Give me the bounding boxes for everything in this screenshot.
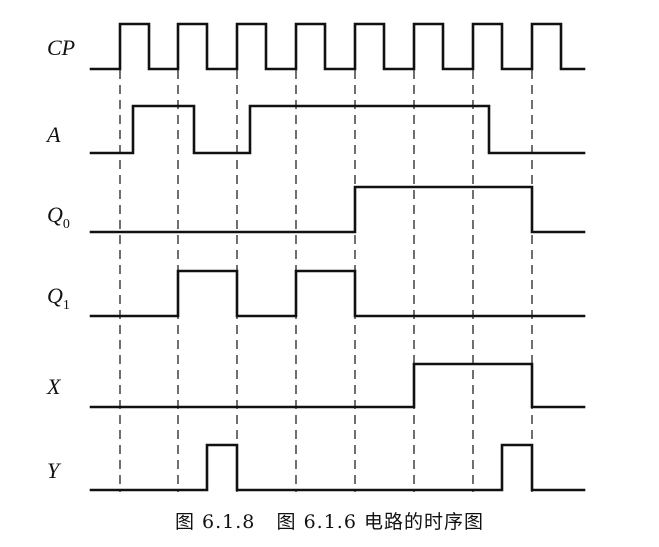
figure-caption: 图 6.1.8 图 6.1.6 电路的时序图 — [0, 507, 659, 534]
signal-label-x: X — [46, 374, 62, 399]
clock-edge-guides — [119, 70, 533, 492]
caption-text: 图 6.1.6 电路的时序图 — [276, 511, 484, 533]
signal-label-cp: CP — [47, 35, 75, 60]
signal-label-y: Y — [47, 458, 62, 483]
signal-label-q1: Q1 — [47, 283, 70, 313]
waveform-x — [89, 362, 586, 409]
waveform-q0 — [89, 185, 586, 234]
waveform-y — [89, 443, 586, 492]
waveform-q1 — [89, 269, 586, 318]
signal-label-q0: Q0 — [47, 202, 70, 232]
signal-label-a: A — [45, 122, 61, 147]
signal-waveforms — [89, 22, 586, 492]
caption-number: 图 6.1.8 — [175, 511, 256, 533]
waveform-a — [89, 104, 586, 155]
waveform-cp — [89, 22, 586, 71]
